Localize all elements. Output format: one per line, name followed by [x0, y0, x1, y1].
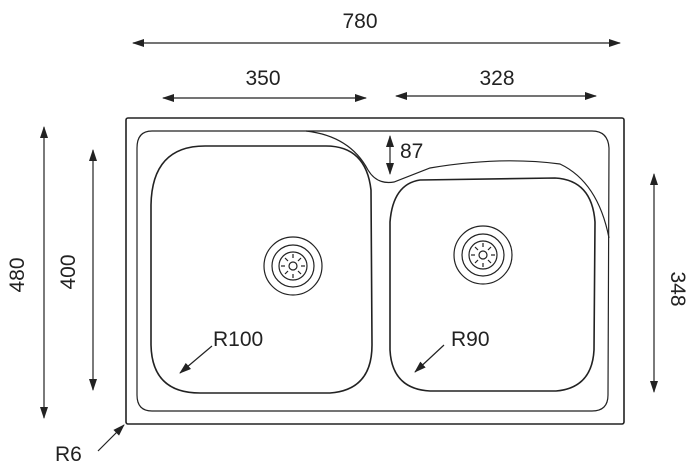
left-drain-icon	[263, 236, 323, 296]
right-bowl-width-label: 328	[479, 67, 514, 90]
sink-outline	[125, 117, 625, 425]
overall-height-label: 480	[6, 257, 29, 292]
corner-radius-leader	[97, 424, 125, 452]
right-bowl-height-label: 348	[666, 271, 689, 306]
corner-radius-label: R6	[55, 443, 82, 466]
overall-width-label: 780	[342, 10, 377, 33]
ridge-curve	[305, 130, 610, 239]
ridge-depth-label: 87	[400, 140, 423, 163]
left-bowl-radius-label: R100	[213, 328, 263, 351]
left-radius-leader	[179, 345, 213, 374]
left-bowl-width-label: 350	[245, 67, 280, 90]
right-bowl	[389, 177, 596, 392]
inner-rim	[136, 130, 610, 412]
right-radius-leader	[414, 344, 445, 373]
left-bowl	[150, 145, 373, 394]
right-bowl-radius-label: R90	[451, 328, 490, 351]
right-drain-icon	[453, 225, 513, 285]
left-bowl-height-label: 400	[57, 254, 80, 289]
